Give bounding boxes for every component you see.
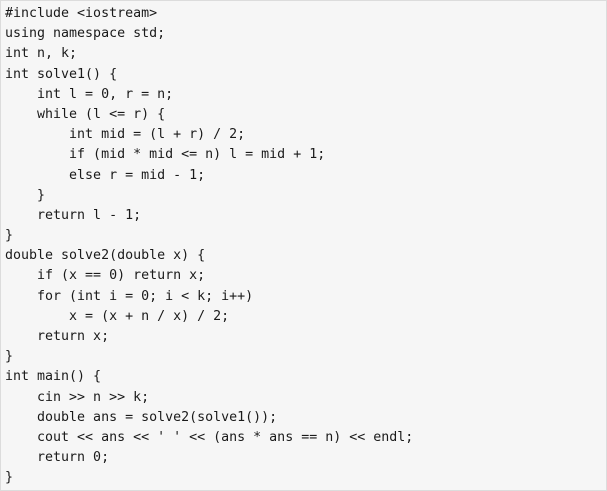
- code-line: int main() {: [5, 369, 102, 385]
- code-line: x = (x + n / x) / 2;: [5, 308, 230, 324]
- code-line: return l - 1;: [5, 207, 142, 223]
- code-line: }: [5, 187, 46, 203]
- code-line: using namespace std;: [5, 26, 166, 42]
- code-line: int n, k;: [5, 46, 78, 62]
- code-line: double ans = solve2(solve1());: [5, 409, 278, 425]
- code-line: else r = mid - 1;: [5, 167, 206, 183]
- code-line: int solve1() {: [5, 66, 118, 82]
- code-line: int l = 0, r = n;: [5, 86, 174, 102]
- code-line: }: [5, 349, 14, 365]
- code-line: if (mid * mid <= n) l = mid + 1;: [5, 147, 326, 163]
- code-line: if (x == 0) return x;: [5, 268, 206, 284]
- code-line: }: [5, 228, 14, 244]
- code-line: }: [5, 470, 14, 486]
- code-line: return 0;: [5, 450, 110, 466]
- code-line: cout << ans << ' ' << (ans * ans == n) <…: [5, 429, 414, 445]
- code-line: return x;: [5, 329, 110, 344]
- code-line: #include <iostream>: [5, 6, 158, 21]
- code-line: cin >> n >> k;: [5, 389, 150, 405]
- code-line: double solve2(double x) {: [5, 248, 206, 264]
- code-line: int mid = (l + r) / 2;: [5, 127, 246, 143]
- code-line: for (int i = 0; i < k; i++): [5, 288, 254, 304]
- code-line: while (l <= r) {: [5, 106, 166, 122]
